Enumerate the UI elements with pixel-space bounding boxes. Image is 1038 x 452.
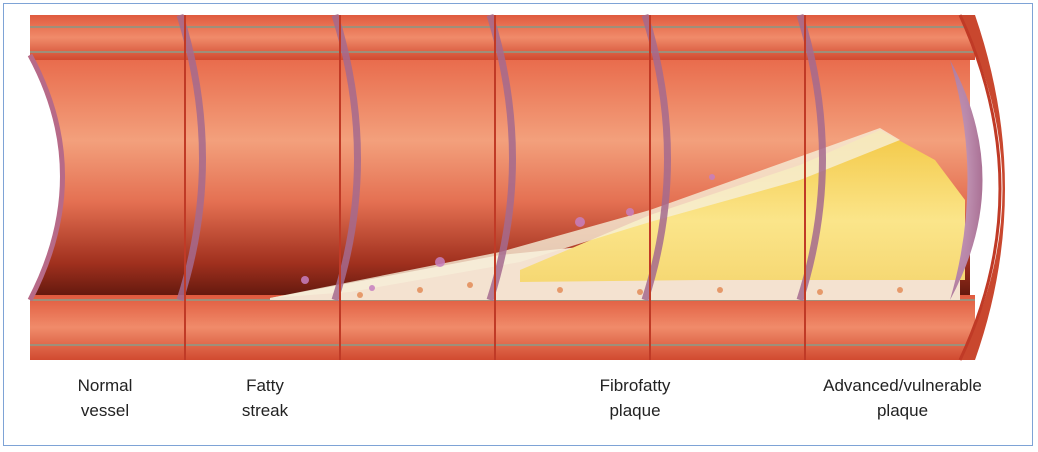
lipid-core: [520, 130, 965, 282]
stage-label-advanced-plaque: Advanced/vulnerable plaque: [800, 373, 1005, 423]
end-cap-cross-section: [950, 60, 983, 300]
segment-edges: [184, 15, 806, 360]
stage-label-fatty-streak: Fatty streak: [215, 373, 315, 423]
label-line: plaque: [609, 401, 661, 420]
label-line: Advanced/vulnerable: [823, 376, 982, 395]
stage-label-fibrofatty-plaque: Fibrofatty plaque: [570, 373, 700, 423]
figure-frame: [3, 3, 1033, 446]
end-cap-wall: [960, 15, 1005, 360]
label-line: Fibrofatty: [599, 376, 671, 395]
stage-label-normal-vessel: Normal vessel: [55, 373, 155, 423]
bottom-wall: [30, 295, 975, 360]
label-line: vessel: [80, 401, 130, 420]
label-line: plaque: [876, 401, 929, 420]
segment-cuts: [176, 13, 826, 302]
label-line: streak: [241, 401, 289, 420]
label-line: Fatty: [246, 376, 284, 395]
label-line: Normal: [77, 376, 133, 395]
